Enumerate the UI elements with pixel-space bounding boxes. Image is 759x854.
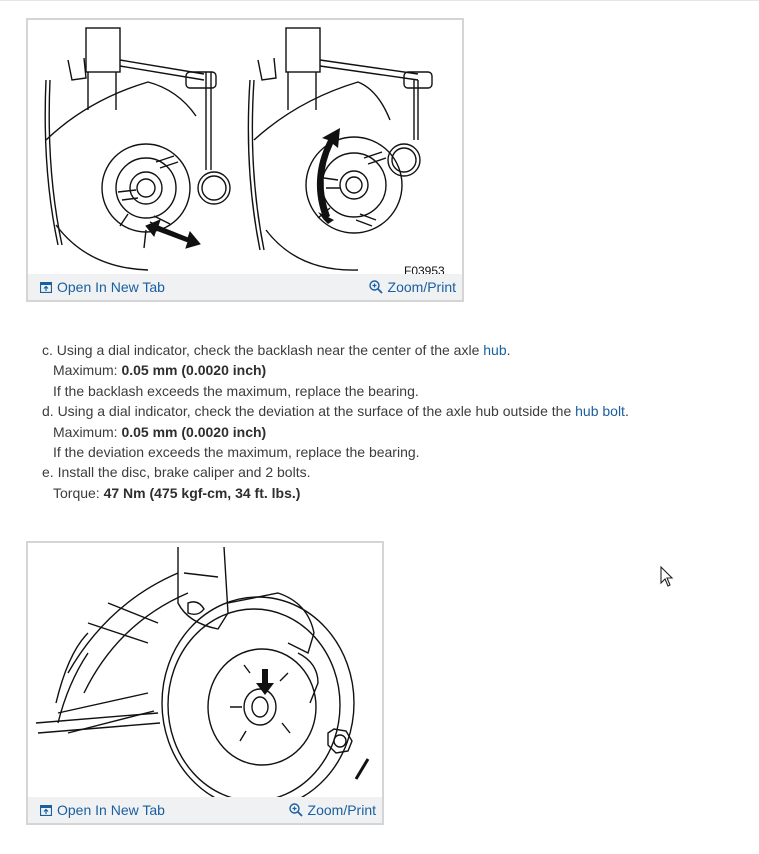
hub-link[interactable]: hub [483,342,507,358]
axle-hub-dial-indicator-illustration [44,27,433,271]
step-d: d. Using a dial indicator, check the dev… [42,403,629,420]
hub-bolt-link[interactable]: hub bolt [575,403,625,420]
figure-caption-bar: Open In New Tab Zoom/Print [28,797,382,823]
figure-backlash-check: F03953 Open In New Tab Zoom/Print [26,18,464,302]
open-in-new-tab-link[interactable]: Open In New Tab [40,802,165,818]
step-d-maximum: Maximum: 0.05 mm (0.0020 inch) [53,423,267,440]
zoom-print-label: Zoom/Print [387,279,456,295]
zoom-print-label: Zoom/Print [307,802,376,818]
open-in-new-tab-label: Open In New Tab [57,802,165,818]
open-in-new-tab-icon [40,804,52,816]
zoom-in-icon [368,280,383,294]
step-d-note: If the deviation exceeds the maximum, re… [53,444,420,461]
open-in-new-tab-link[interactable]: Open In New Tab [40,279,165,295]
step-e: e. Install the disc, brake caliper and 2… [42,464,311,481]
mouse-pointer-icon [660,566,674,587]
open-in-new-tab-label: Open In New Tab [57,279,165,295]
step-c-maximum: Maximum: 0.05 mm (0.0020 inch) [53,362,267,379]
figure-disc-install: Open In New Tab Zoom/Print [26,541,384,825]
step-c-note: If the backlash exceeds the maximum, rep… [53,382,419,399]
open-in-new-tab-icon [40,281,52,293]
top-divider [0,0,759,1]
zoom-print-link[interactable]: Zoom/Print [368,279,456,295]
figure-caption-bar: Open In New Tab Zoom/Print [28,274,462,300]
step-e-torque: Torque: 47 Nm (475 kgf-cm, 34 ft. lbs.) [53,484,301,501]
brake-disc-installation-illustration [35,546,370,797]
zoom-print-link[interactable]: Zoom/Print [288,802,376,818]
zoom-in-icon [288,803,303,817]
procedure-steps: c. Using a dial indicator, check the bac… [42,340,629,503]
step-c: c. Using a dial indicator, check the bac… [42,342,511,358]
